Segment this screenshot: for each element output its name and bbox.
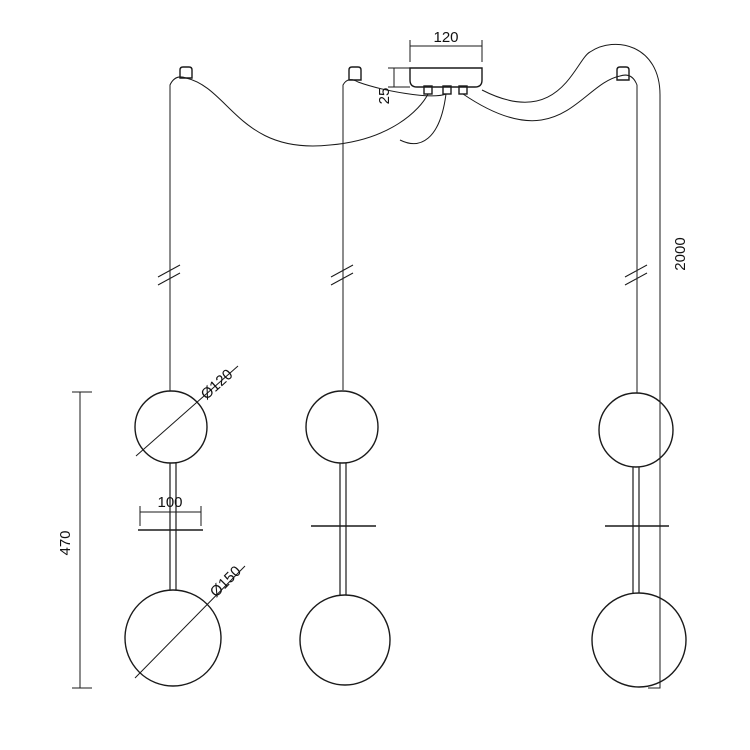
upper-globe — [305, 390, 379, 464]
cable-break-marks — [157, 264, 648, 286]
ceiling-canopy — [409, 67, 483, 95]
lower-globe — [124, 589, 222, 687]
lower-globe — [591, 592, 687, 688]
disc-width-label: 100 — [157, 494, 182, 511]
dimension-disc-width: 100 — [139, 494, 202, 526]
dimension-total-height: 470 — [57, 391, 92, 689]
total-height-label: 470 — [57, 530, 74, 555]
upper-globe — [598, 392, 674, 468]
dimension-canopy-width: 120 — [409, 29, 483, 62]
cable-length-label: 2000 — [672, 237, 689, 270]
upper-globe — [134, 390, 208, 464]
pendant-left — [124, 390, 222, 687]
pendant-right — [591, 392, 687, 688]
ceiling-hooks — [179, 66, 630, 81]
dimension-canopy-height: 25 — [376, 67, 410, 105]
swag-cables — [169, 74, 638, 395]
pendant-middle — [299, 390, 391, 686]
upper-globe-diameter-label: Ø120 — [198, 366, 237, 403]
dimension-cable-length: 2000 — [481, 43, 689, 689]
lower-globe-diameter-label: Ø150 — [207, 563, 245, 601]
lower-globe — [299, 594, 391, 686]
canopy-height-label: 25 — [376, 88, 393, 105]
canopy-width-label: 120 — [433, 29, 458, 46]
